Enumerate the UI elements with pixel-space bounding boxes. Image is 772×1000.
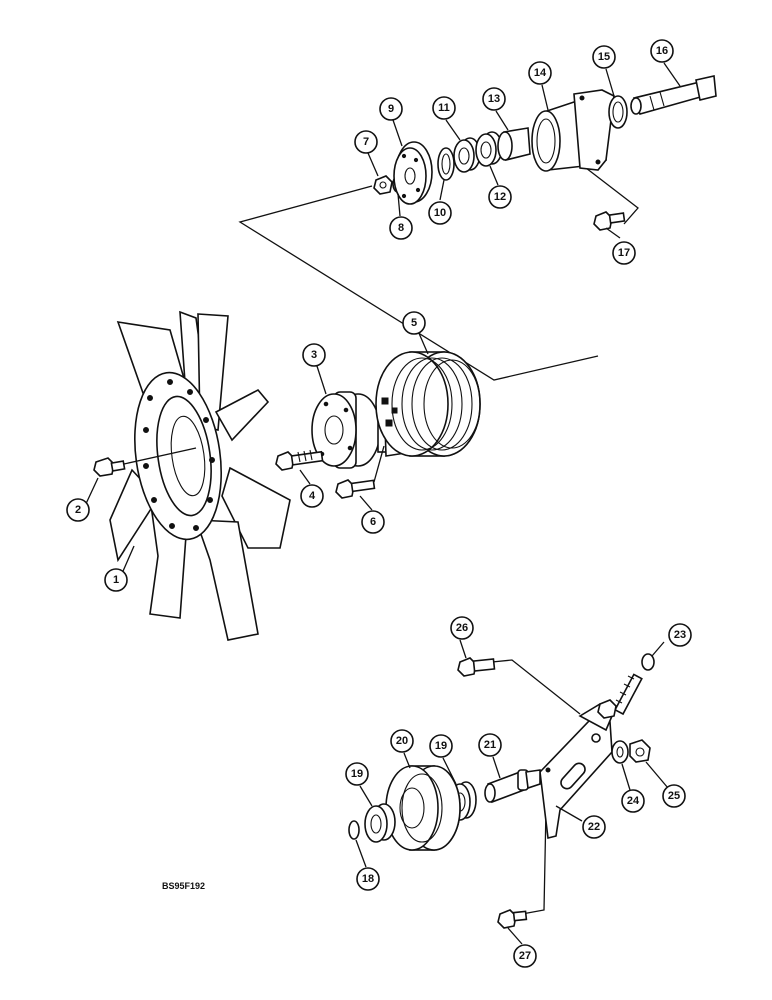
svg-text:2: 2 (75, 504, 81, 516)
callout-24: 24 (621, 789, 645, 813)
callout-21: 21 (478, 733, 502, 757)
svg-text:14: 14 (534, 67, 547, 79)
bolt-4 (275, 449, 324, 471)
svg-text:5: 5 (411, 317, 417, 329)
callout-6: 6 (361, 510, 385, 534)
callout-11: 11 (432, 96, 456, 120)
bearing-19-left (364, 803, 396, 843)
phantom-lines (238, 167, 639, 381)
nut-25 (629, 739, 651, 763)
callout-14: 14 (528, 61, 552, 85)
svg-text:1: 1 (113, 574, 119, 586)
svg-text:26: 26 (456, 622, 468, 634)
nut-7 (373, 175, 393, 195)
svg-text:9: 9 (388, 103, 394, 115)
callout-23: 23 (668, 623, 692, 647)
svg-text:4: 4 (309, 490, 316, 502)
shaft-21 (484, 769, 541, 804)
svg-text:22: 22 (588, 821, 600, 833)
bearing-12 (475, 131, 503, 167)
svg-text:10: 10 (434, 207, 446, 219)
fan-spacer-hub (311, 391, 381, 469)
svg-text:3: 3 (311, 349, 317, 361)
svg-text:8: 8 (398, 222, 404, 234)
svg-text:6: 6 (370, 516, 376, 528)
bolt-6 (335, 445, 385, 499)
svg-text:13: 13 (488, 93, 500, 105)
callout-1: 1 (104, 568, 128, 592)
svg-text:16: 16 (656, 45, 668, 57)
bolt-27 (497, 909, 528, 929)
svg-text:19: 19 (351, 768, 363, 780)
callout-7: 7 (354, 130, 378, 154)
bolt-26 (457, 657, 496, 677)
svg-text:21: 21 (484, 739, 496, 751)
svg-text:12: 12 (494, 191, 506, 203)
callout-27: 27 (513, 944, 537, 968)
svg-text:18: 18 (362, 873, 374, 885)
callout-4: 4 (300, 484, 324, 508)
shaft-16 (630, 75, 717, 115)
svg-text:27: 27 (519, 950, 531, 962)
callout-2: 2 (66, 498, 90, 522)
svg-text:25: 25 (668, 790, 680, 802)
spacer-13 (497, 127, 531, 162)
water-pump-pulley (375, 351, 481, 457)
idler-pulley-20 (385, 765, 461, 851)
svg-text:7: 7 (363, 136, 369, 148)
callout-19-right: 19 (429, 734, 453, 758)
svg-text:17: 17 (618, 247, 630, 259)
bracket-leaders (491, 659, 581, 915)
callout-8: 8 (389, 216, 413, 240)
callout-5: 5 (402, 311, 426, 335)
callout-20: 20 (390, 729, 414, 753)
figure-reference-code: BS95F192 (162, 881, 205, 891)
fan-bolt-2 (93, 447, 197, 477)
callout-17: 17 (612, 241, 636, 265)
callout-15: 15 (592, 45, 616, 69)
callout-leaders (83, 62, 681, 945)
adjusting-bolt-23 (597, 653, 655, 719)
callout-3: 3 (302, 343, 326, 367)
fan-blade-assembly (109, 310, 291, 641)
svg-text:11: 11 (438, 102, 450, 114)
callout-25: 25 (662, 784, 686, 808)
seal-15 (608, 95, 628, 129)
callout-16: 16 (650, 39, 674, 63)
svg-text:15: 15 (598, 51, 610, 63)
callout-26: 26 (450, 616, 474, 640)
svg-text:20: 20 (396, 735, 408, 747)
snap-ring-10 (437, 147, 455, 181)
callout-9: 9 (379, 97, 403, 121)
flange-9 (393, 141, 433, 205)
svg-text:23: 23 (674, 629, 686, 641)
callout-22: 22 (582, 815, 606, 839)
snap-ring-18 (348, 820, 360, 840)
svg-text:19: 19 (435, 740, 447, 752)
callout-13: 13 (482, 87, 506, 111)
callout-19-left: 19 (345, 762, 369, 786)
bearing-11 (453, 137, 481, 173)
svg-text:24: 24 (627, 795, 640, 807)
callout-18: 18 (356, 867, 380, 891)
washer-24 (611, 740, 629, 764)
pump-housing-14 (531, 89, 615, 172)
bolt-17 (593, 211, 626, 231)
callout-12: 12 (488, 185, 512, 209)
callout-10: 10 (428, 201, 452, 225)
